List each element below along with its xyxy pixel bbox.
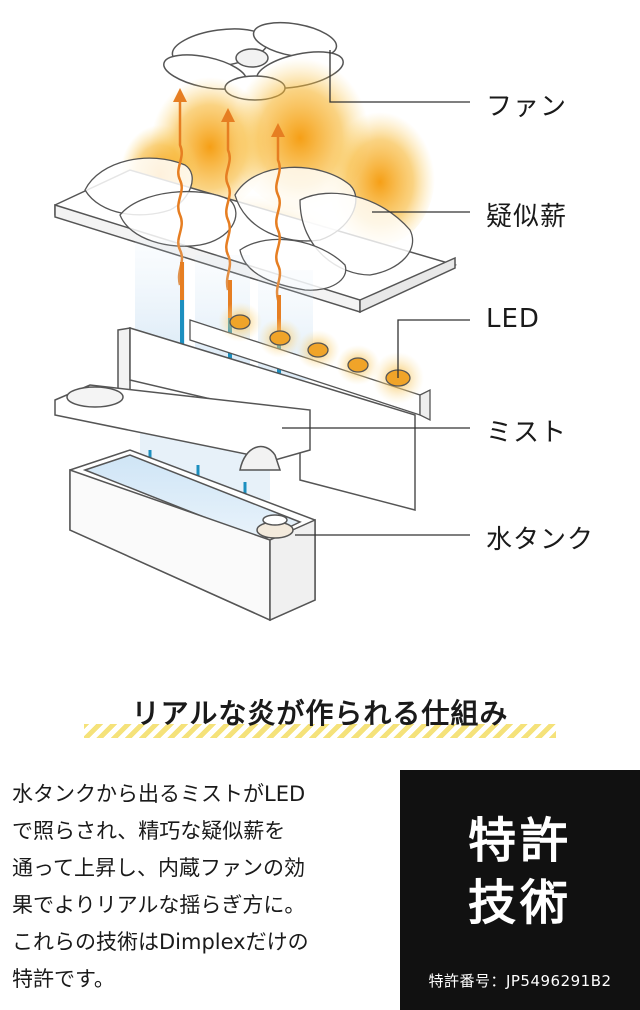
patent-badge: 特許 技術 特許番号：JP5496291B2 [400,770,640,1010]
description-text: 水タンクから出るミストがLED で照らされ、精巧な疑似薪を 通って上昇し、内蔵フ… [12,782,309,991]
section-heading: リアルな炎が作られる仕組み [131,697,509,730]
label-artificial-logs: 疑似薪 [486,202,568,232]
mist-module [54,326,416,511]
label-led: LED [486,304,540,334]
label-fan: ファン [486,92,568,122]
water-tank [69,449,316,622]
artificial-logs [84,157,414,291]
patent-number: 特許番号：JP5496291B2 [428,972,612,990]
heading-highlight-stripe [84,724,556,738]
label-mist: ミスト [486,418,568,448]
label-water-tank: 水タンク [486,525,595,555]
callout-lines [282,50,470,536]
section-heading-block: リアルな炎が作られる仕組み [84,690,556,738]
patent-title: 特許 技術 [467,813,572,931]
flame-mechanism-diagram [54,21,470,622]
